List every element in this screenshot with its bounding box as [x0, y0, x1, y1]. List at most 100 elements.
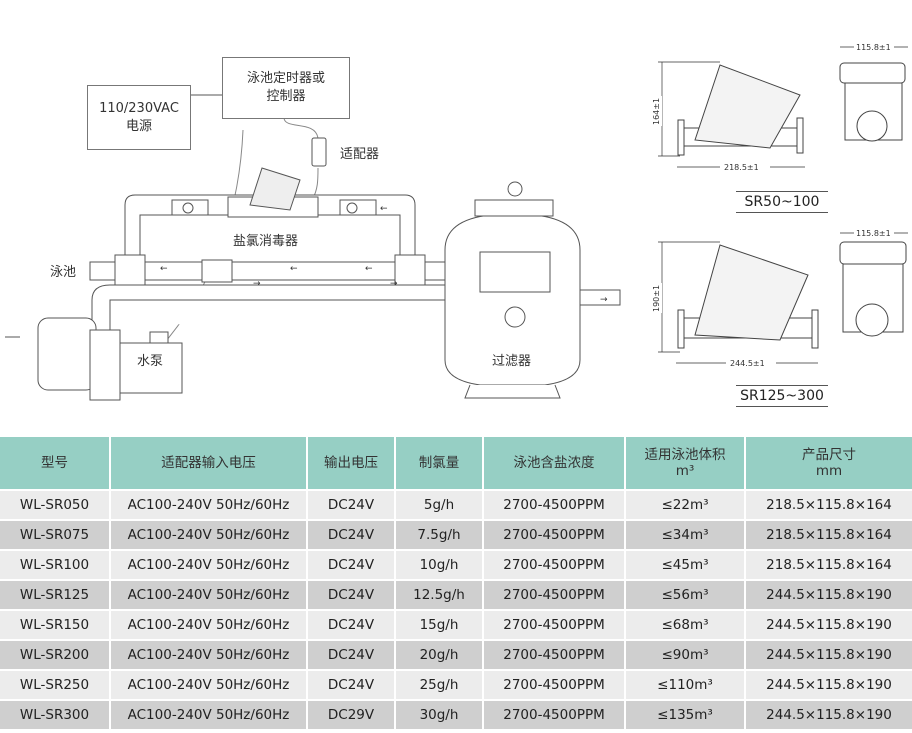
cell-output-voltage: DC24V [307, 519, 396, 550]
cell-output-voltage: DC24V [307, 549, 396, 580]
cell-pool-volume: ≤90m³ [625, 639, 746, 670]
size-title: 产品尺寸 [802, 447, 856, 463]
cell-chlorine-output: 20g/h [395, 639, 484, 670]
model-label-small: SR50~100 [736, 191, 828, 213]
pool-label: 泳池 [50, 265, 77, 280]
cell-salt-level: 2700-4500PPM [483, 669, 626, 700]
svg-text:←: ← [160, 264, 168, 274]
cell-size: 244.5×115.8×190 [745, 669, 912, 700]
adapter-label: 适配器 [340, 147, 380, 162]
cell-pool-volume: ≤110m³ [625, 669, 746, 700]
cell-pool-volume: ≤45m³ [625, 549, 746, 580]
cell-model: WL-SR200 [0, 639, 111, 670]
col-chlorine-output: 制氯量 [395, 437, 484, 490]
cell-salt-level: 2700-4500PPM [483, 519, 626, 550]
cell-input-voltage: AC100-240V 50Hz/60Hz [110, 639, 308, 670]
cell-salt-level: 2700-4500PPM [483, 549, 626, 580]
cell-input-voltage: AC100-240V 50Hz/60Hz [110, 699, 308, 729]
cell-model: WL-SR250 [0, 669, 111, 700]
chlorinator-shape [249, 167, 301, 211]
cell-salt-level: 2700-4500PPM [483, 489, 626, 520]
power-source-label-2: 电源 [125, 118, 152, 134]
size-unit: mm [815, 463, 843, 479]
cell-chlorine-output: 5g/h [395, 489, 484, 520]
cell-size: 244.5×115.8×190 [745, 579, 912, 610]
cell-pool-volume: ≤68m³ [625, 609, 746, 640]
cell-pool-volume: ≤56m³ [625, 579, 746, 610]
cell-output-voltage: DC24V [307, 489, 396, 520]
cell-model: WL-SR150 [0, 609, 111, 640]
pool-volume-title: 适用泳池体积 [644, 447, 726, 463]
cell-output-voltage: DC24V [307, 669, 396, 700]
svg-text:←: ← [290, 264, 298, 274]
power-source-box: 110/230VAC 电源 [87, 85, 191, 150]
controller-label-2: 控制器 [266, 89, 306, 104]
cell-chlorine-output: 7.5g/h [395, 519, 484, 550]
adapter-shape [311, 137, 327, 167]
cell-input-voltage: AC100-240V 50Hz/60Hz [110, 669, 308, 700]
col-input-voltage: 适配器输入电压 [110, 437, 308, 490]
unit-large-side [694, 244, 809, 341]
cell-size: 244.5×115.8×190 [745, 699, 912, 729]
cell-chlorine-output: 10g/h [395, 549, 484, 580]
cell-chlorine-output: 30g/h [395, 699, 484, 729]
svg-text:←: ← [380, 204, 388, 214]
cell-input-voltage: AC100-240V 50Hz/60Hz [110, 579, 308, 610]
cell-size: 244.5×115.8×190 [745, 609, 912, 640]
cell-pool-volume: ≤135m³ [625, 699, 746, 729]
cell-input-voltage: AC100-240V 50Hz/60Hz [110, 549, 308, 580]
cell-salt-level: 2700-4500PPM [483, 579, 626, 610]
cell-pool-volume: ≤22m³ [625, 489, 746, 520]
cell-model: WL-SR300 [0, 699, 111, 729]
cell-salt-level: 2700-4500PPM [483, 609, 626, 640]
cell-output-voltage: DC24V [307, 579, 396, 610]
installation-diagram: →→→ ←←←← [5, 94, 621, 401]
cell-salt-level: 2700-4500PPM [483, 699, 626, 729]
cell-output-voltage: DC29V [307, 699, 396, 729]
cell-model: WL-SR050 [0, 489, 111, 520]
unit-small-side [694, 64, 801, 149]
svg-text:→: → [390, 279, 398, 289]
cell-salt-level: 2700-4500PPM [483, 639, 626, 670]
cell-size: 218.5×115.8×164 [745, 549, 912, 580]
svg-text:→: → [600, 295, 608, 305]
cell-output-voltage: DC24V [307, 639, 396, 670]
cell-size: 218.5×115.8×164 [745, 489, 912, 520]
cell-model: WL-SR075 [0, 519, 111, 550]
pump-label: 水泵 [137, 354, 164, 369]
col-output-voltage: 输出电压 [307, 437, 396, 490]
cell-input-voltage: AC100-240V 50Hz/60Hz [110, 609, 308, 640]
cell-model: WL-SR125 [0, 579, 111, 610]
dimension-drawings [658, 46, 908, 364]
cell-input-voltage: AC100-240V 50Hz/60Hz [110, 519, 308, 550]
svg-text:→: → [253, 279, 261, 289]
cell-model: WL-SR100 [0, 549, 111, 580]
cell-input-voltage: AC100-240V 50Hz/60Hz [110, 489, 308, 520]
pump-shape [37, 317, 97, 391]
controller-box: 泳池定时器或 控制器 [222, 57, 350, 119]
cell-pool-volume: ≤34m³ [625, 519, 746, 550]
model-label-large: SR125~300 [736, 385, 828, 407]
cell-size: 244.5×115.8×190 [745, 639, 912, 670]
cell-output-voltage: DC24V [307, 609, 396, 640]
chlorinator-label: 盐氯消毒器 [233, 234, 299, 249]
filter-label: 过滤器 [492, 354, 532, 369]
power-source-label-1: 110/230VAC [99, 100, 179, 116]
cell-chlorine-output: 15g/h [395, 609, 484, 640]
cell-size: 218.5×115.8×164 [745, 519, 912, 550]
cell-chlorine-output: 25g/h [395, 669, 484, 700]
col-model: 型号 [0, 437, 111, 490]
col-salt-level: 泳池含盐浓度 [483, 437, 626, 490]
